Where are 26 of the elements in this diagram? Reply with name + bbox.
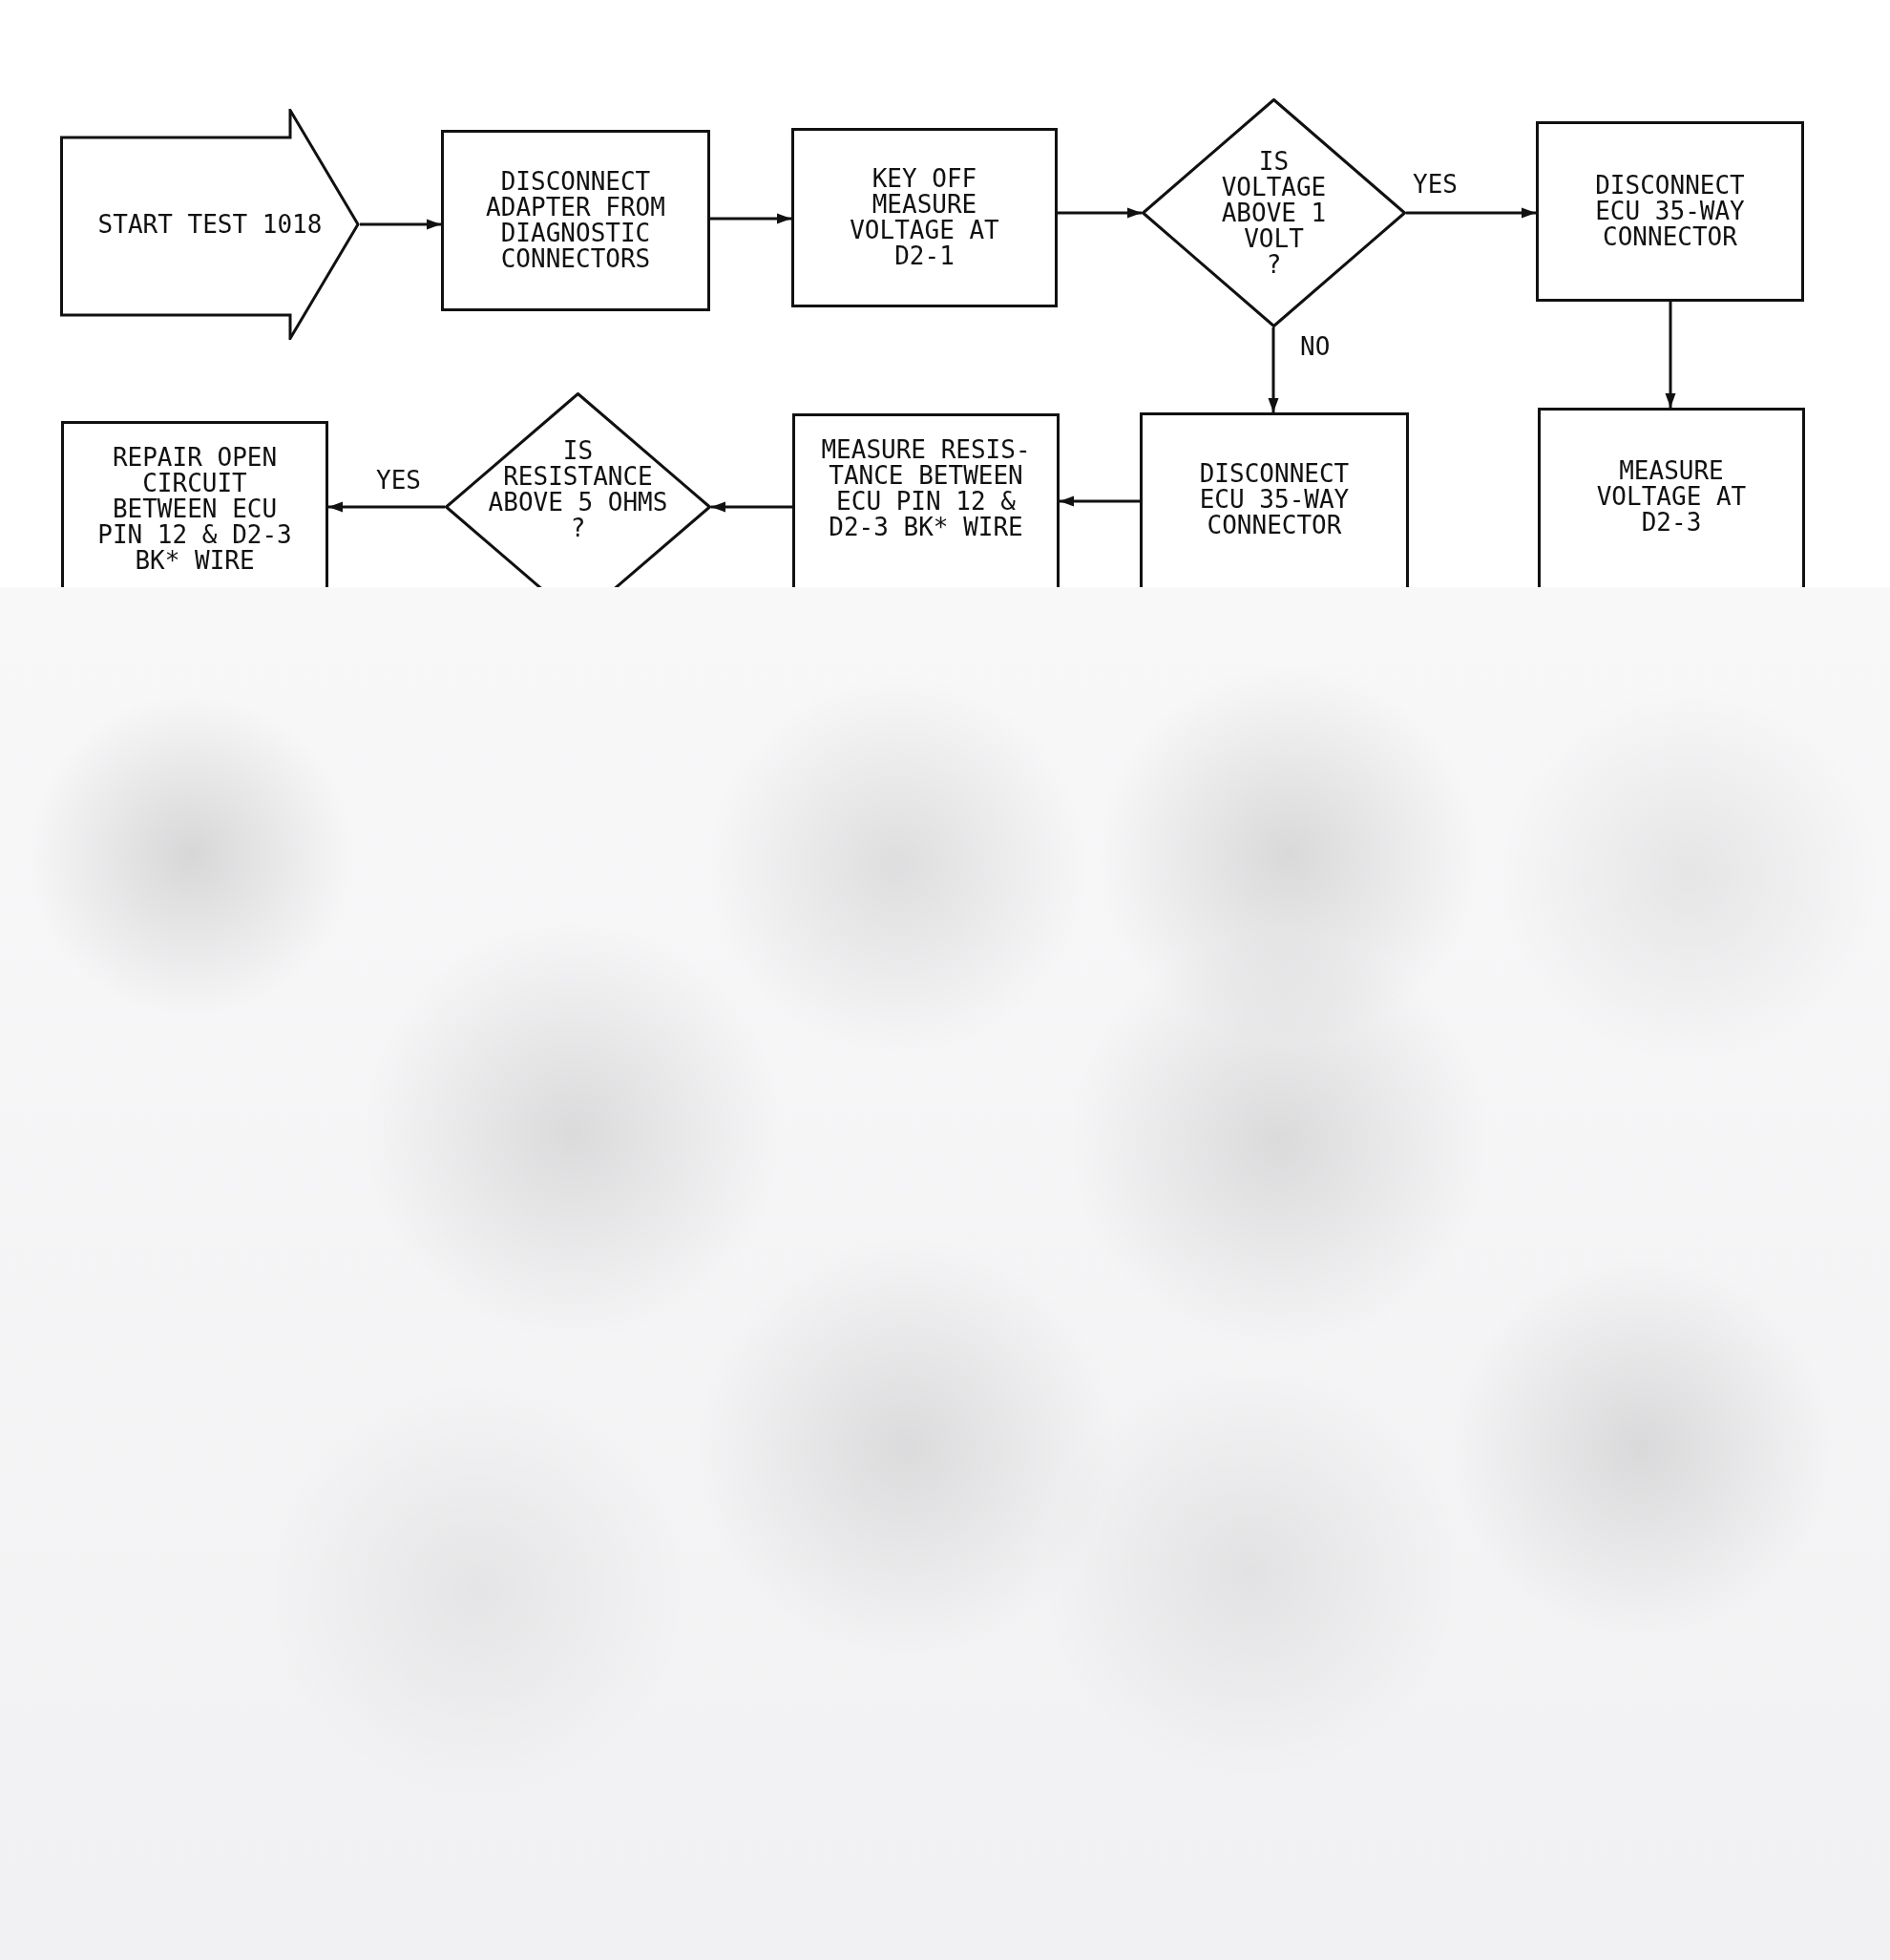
decision-text: IS RESISTANCE ABOVE 5 OHMS ? [488,438,668,541]
arrow [1058,207,1142,219]
step-text: REPAIR OPEN CIRCUIT BETWEEN ECU PIN 12 & D2-3 BK* WIRE [97,445,292,574]
process-box [1140,412,1409,587]
decision-text: IS VOLTAGE ABOVE 1 VOLT ? [1221,148,1327,278]
arrow [1268,327,1279,412]
step-text: KEY OFF MEASURE VOLTAGE AT D2-1 [850,166,999,269]
step-text: DISCONNECT ECU 35-WAY CONNECTOR [1595,173,1745,250]
step-text: DISCONNECT ECU 35-WAY CONNECTOR [1199,461,1350,538]
arrow [710,213,791,224]
process-box [792,413,1060,587]
process-box [1538,408,1805,587]
process-box [1536,121,1804,302]
step-text: START TEST 1018 [97,211,323,238]
step-text: MEASURE RESIS- TANCE BETWEEN ECU PIN 12 & D2-3 BK* WIRE [821,437,1031,540]
process-box [61,421,328,587]
arrow [1665,302,1676,408]
arrow [1060,495,1140,507]
arrow [360,219,441,230]
process-box [441,130,710,311]
step-text: DISCONNECT ADAPTER FROM DIAGNOSTIC CONNECTORS [486,169,665,272]
arrow [1406,207,1536,219]
arrow [328,501,445,513]
step-text: MEASURE VOLTAGE AT D2-3 [1596,458,1747,536]
process-box [791,128,1058,307]
arrow [711,501,792,513]
